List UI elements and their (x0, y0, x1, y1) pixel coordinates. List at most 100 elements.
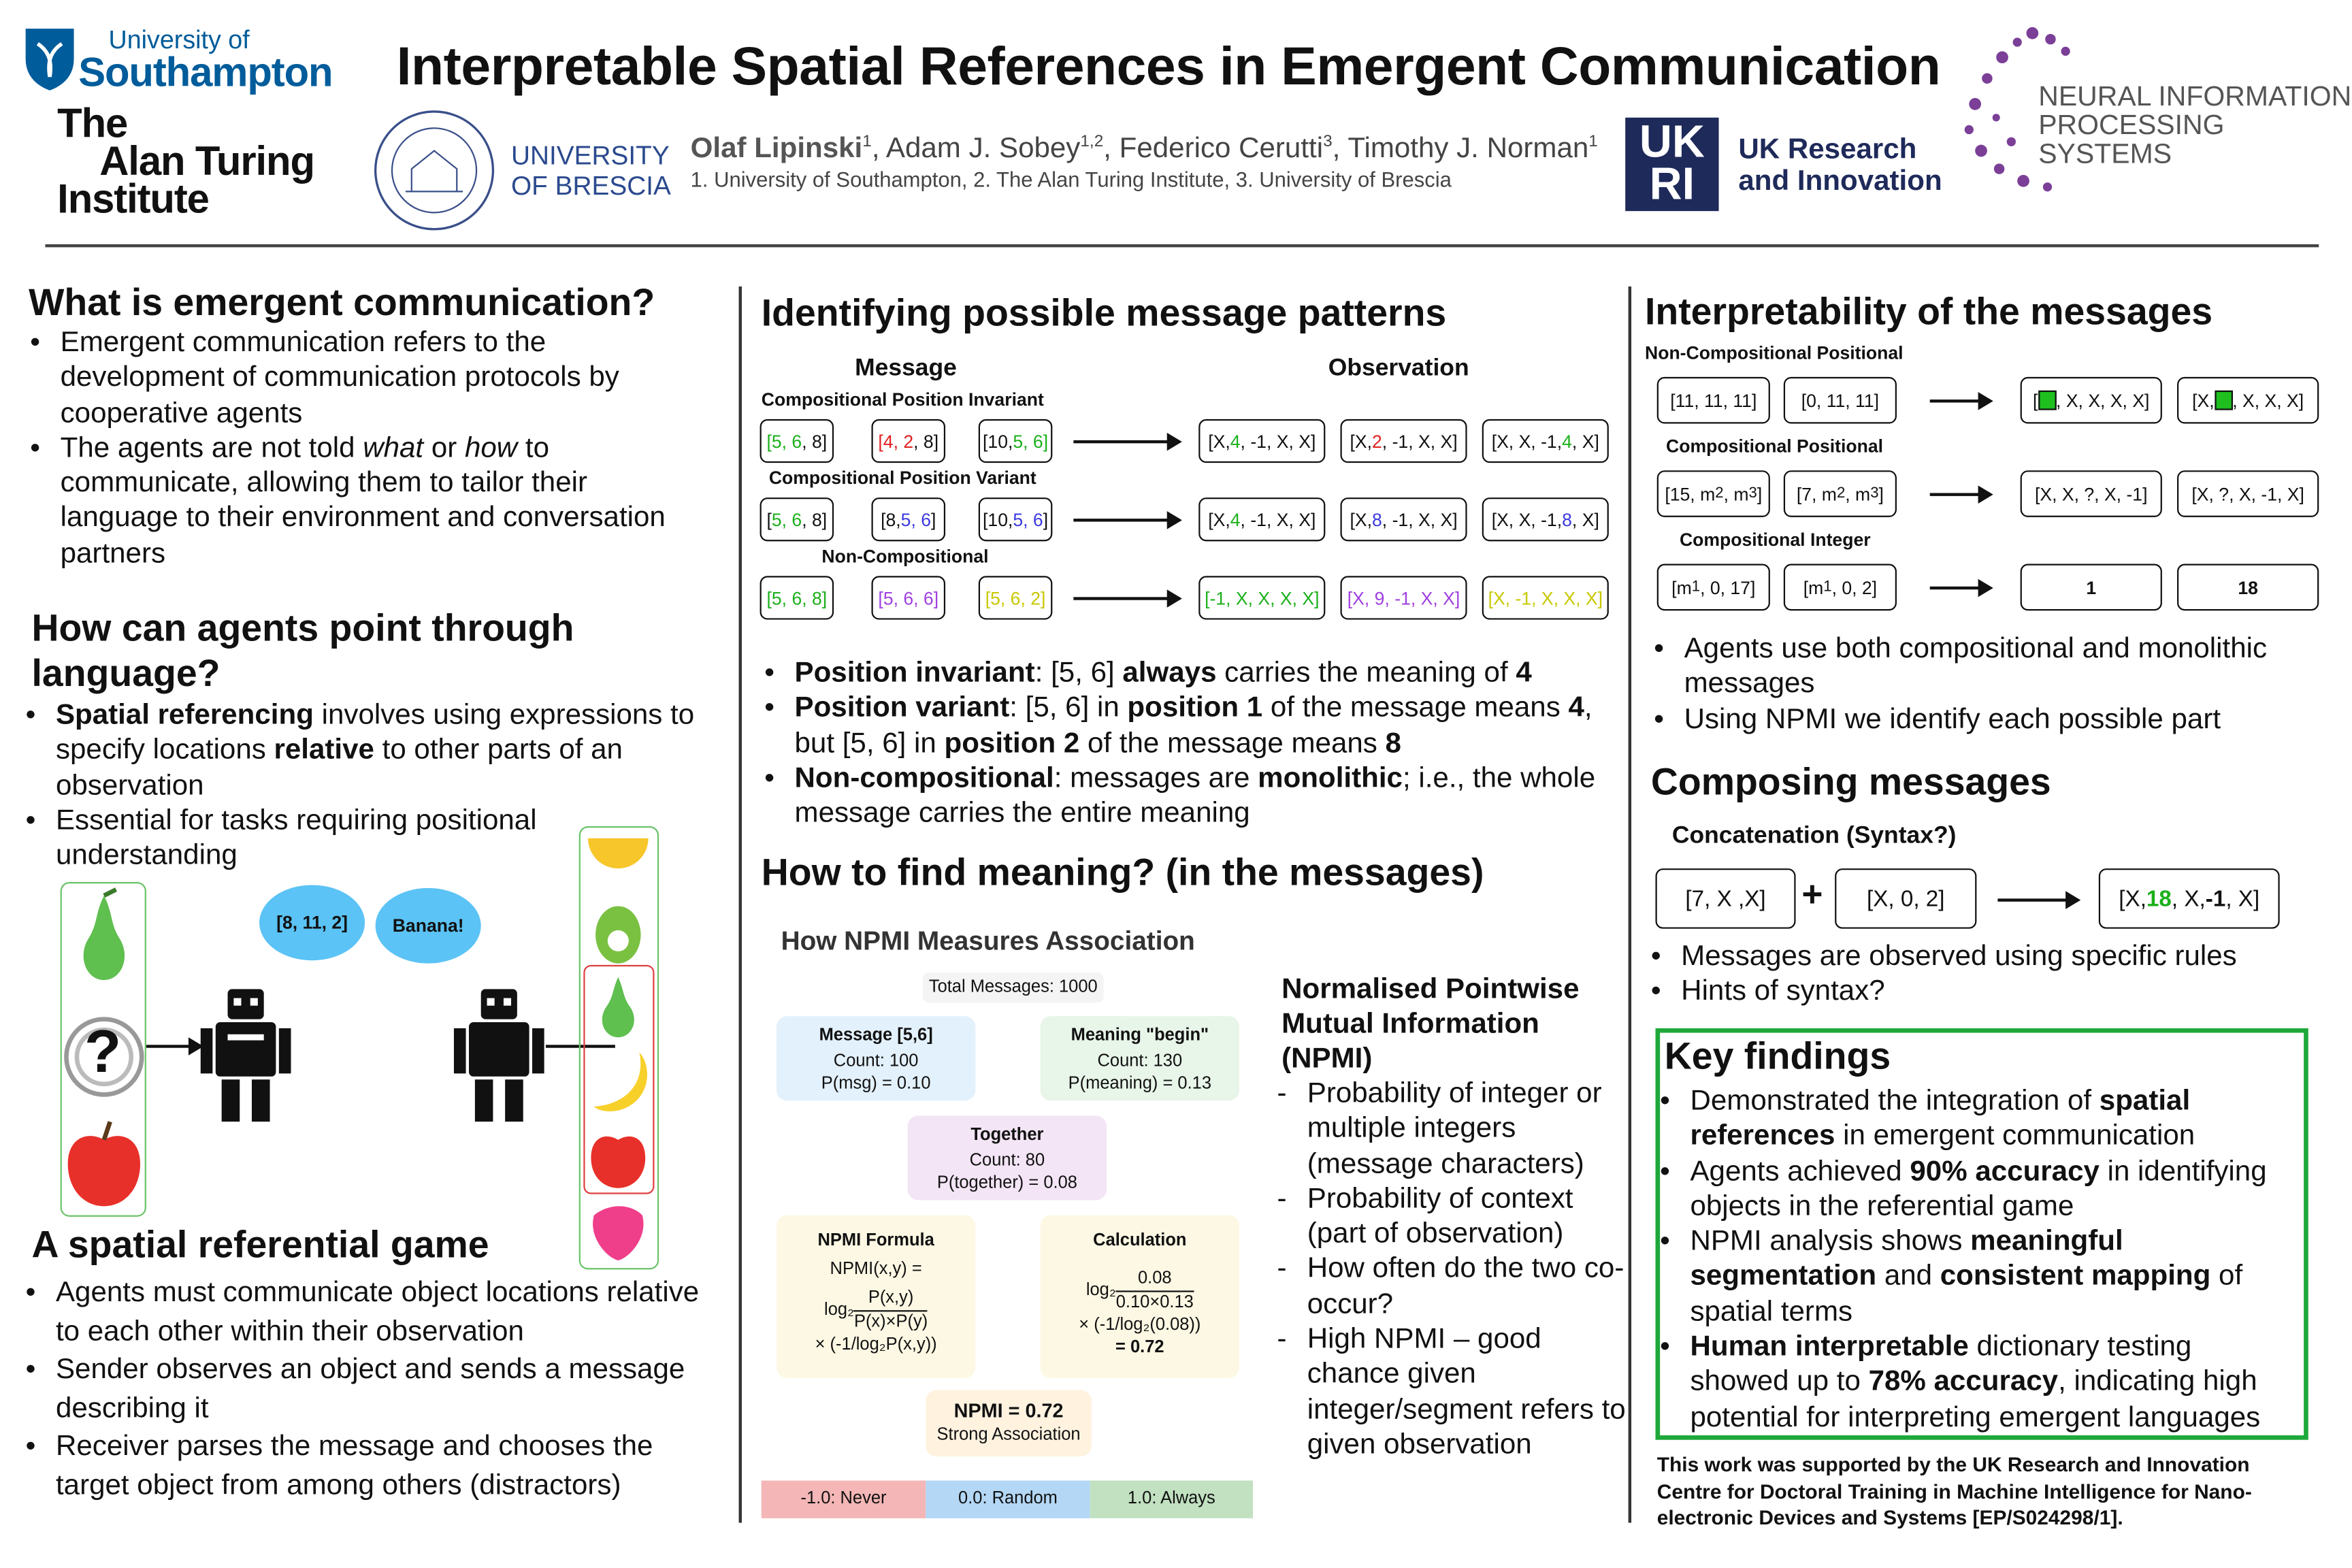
poster-title: Interpretable Spatial References in Emer… (396, 36, 1941, 97)
message-box: [5, 6, 6] (871, 576, 946, 620)
bullet-list: Agents use both compositional and monoli… (1651, 632, 2315, 738)
author-text: , Federico Cerutti (1103, 133, 1324, 165)
lemon-icon (588, 838, 649, 869)
observation-box: [X, 9, -1, X, X] (1340, 576, 1467, 620)
turing-logo: The Alan Turing Institute (57, 101, 315, 222)
bullet-item: Agents use both compositional and monoli… (1651, 632, 2315, 702)
key-findings-list: Demonstrated the integration of spatial … (1657, 1084, 2290, 1435)
receiver-robot-icon (453, 989, 544, 1122)
shield-icon (25, 29, 74, 91)
avocado-icon (595, 906, 641, 964)
observation-box: [X, 8, -1, X, X] (1340, 497, 1467, 542)
bullet-item: Agents achieved 90% accuracy in identify… (1657, 1154, 2290, 1224)
bullet-item: The agents are not told what or how to c… (27, 431, 706, 571)
speech-bubble-message: [8, 11, 2] (259, 885, 365, 961)
question-mark: ? (84, 1019, 122, 1086)
key-findings-box: Key findings Demonstrated the integratio… (1655, 1028, 2308, 1440)
column-label: Message (855, 355, 957, 382)
bullet-item: Messages are observed using specific rul… (1648, 939, 2311, 975)
author-text: , Timothy J. Norman (1332, 133, 1589, 165)
row-label: Non-Compositional Positional (1645, 342, 1904, 363)
bullet-item: Demonstrated the integration of spatial … (1657, 1084, 2290, 1154)
npmi-heading: Normalised Pointwise Mutual Information … (1281, 974, 1580, 1075)
message-box: [5, 6, 8] (760, 576, 834, 620)
apple-icon (67, 1121, 141, 1207)
unknown-target-icon (64, 1017, 144, 1097)
arrow (146, 1039, 204, 1053)
observation-box: [X, X, -1, 4, X] (1482, 419, 1609, 463)
row-label: Non-Compositional (821, 545, 989, 567)
message-box: [0, 11, 11] (1783, 376, 1897, 424)
bullet-item: Position variant: [5, 6] in position 1 o… (762, 691, 1606, 761)
bullet-list: Emergent communication refers to the dev… (27, 326, 706, 572)
bullet-item: Position invariant: [5, 6] always carrie… (762, 656, 1606, 691)
southampton-logo: University of Southampton (22, 22, 354, 98)
section-heading: Identifying possible message patterns (761, 292, 1447, 335)
bullet-item: Probability of context (part of observat… (1274, 1182, 1629, 1252)
section-heading: What is emergent communication? (29, 282, 655, 325)
bullet-item: Hints of syntax? (1648, 975, 2311, 1010)
figure-title: How NPMI Measures Association (781, 926, 1195, 956)
bullet-item: Probability of integer or multiple integ… (1274, 1077, 1629, 1182)
author-text: Olaf Lipinski (690, 133, 863, 165)
bullet-item: How often do the two co-occur? (1274, 1252, 1629, 1322)
column-divider (1628, 286, 1631, 1523)
row-label: Compositional Position Variant (768, 467, 1036, 489)
concat-label: Concatenation (Syntax?) (1671, 823, 1957, 849)
observation-box: [X, 4, -1, X, X] (1198, 419, 1326, 463)
concat-result: [X, 18, X, -1, X] (2098, 868, 2280, 929)
brescia-name: UNIVERSITY OF BRESCIA (511, 140, 671, 201)
authors: Olaf Lipinski1, Adam J. Sobey1,2, Federi… (691, 133, 1598, 166)
bullet-list: Agents must communicate object locations… (22, 1274, 716, 1505)
observation-box: [-1, X, X, X, X] (1198, 576, 1326, 620)
row-label: Compositional Positional (1666, 436, 1884, 457)
author-text: 1,2 (1080, 132, 1104, 151)
observation-box: 1 (2020, 564, 2162, 611)
author-text: 3 (1323, 132, 1333, 151)
observation-box: [X, X, ?, X, -1] (2020, 470, 2162, 517)
receiver-objects-panel (578, 826, 659, 1270)
section-heading: How can agents point through language? (31, 607, 574, 696)
concat-message-b: [X, 0, 2] (1835, 868, 1977, 929)
arrow (1073, 589, 1182, 608)
observation-box: [, X, X, X, X] (2020, 376, 2162, 424)
arrow (1929, 485, 1993, 504)
bullet-item: Sender observes an object and sends a me… (22, 1351, 716, 1428)
pear-icon (83, 887, 125, 981)
observation-box: [X, X, -1, 8, X] (1482, 497, 1609, 542)
bullet-item: NPMI analysis shows meaningful segmentat… (1657, 1224, 2290, 1330)
section-heading: How to find meaning? (in the messages) (761, 851, 1484, 894)
message-box: [5, 6, 8] (760, 419, 834, 463)
section-heading: Interpretability of the messages (1645, 291, 2213, 333)
bullet-item: Using NPMI we identify each possible par… (1651, 702, 2315, 737)
brescia-seal-icon (374, 110, 495, 231)
message-box: [10, 5, 6] (978, 497, 1053, 542)
bullet-list: Messages are observed using specific rul… (1648, 939, 2311, 1010)
column-divider (738, 286, 741, 1523)
bullet-item: Essential for tasks requiring positional… (22, 804, 716, 874)
author-text: 1 (862, 132, 872, 151)
plus-sign: + (1801, 874, 1823, 915)
bullet-list: Spatial referencing involves using expre… (22, 698, 716, 874)
author-text: 1 (1588, 132, 1598, 151)
neurips-dots-icon (1964, 27, 2070, 192)
bullet-item: Human interpretable dictionary testing s… (1657, 1330, 2290, 1435)
scale-random: 0.0: Random (926, 1480, 1090, 1518)
dash-list: Probability of integer or multiple integ… (1274, 1077, 1629, 1463)
selected-object-frame (583, 964, 655, 1194)
observation-box: [X, 4, -1, X, X] (1198, 497, 1326, 542)
strawberry-icon (593, 1206, 644, 1261)
section-heading: Composing messages (1650, 761, 2051, 804)
bullet-item: Non-compositional: messages are monolith… (762, 762, 1606, 832)
